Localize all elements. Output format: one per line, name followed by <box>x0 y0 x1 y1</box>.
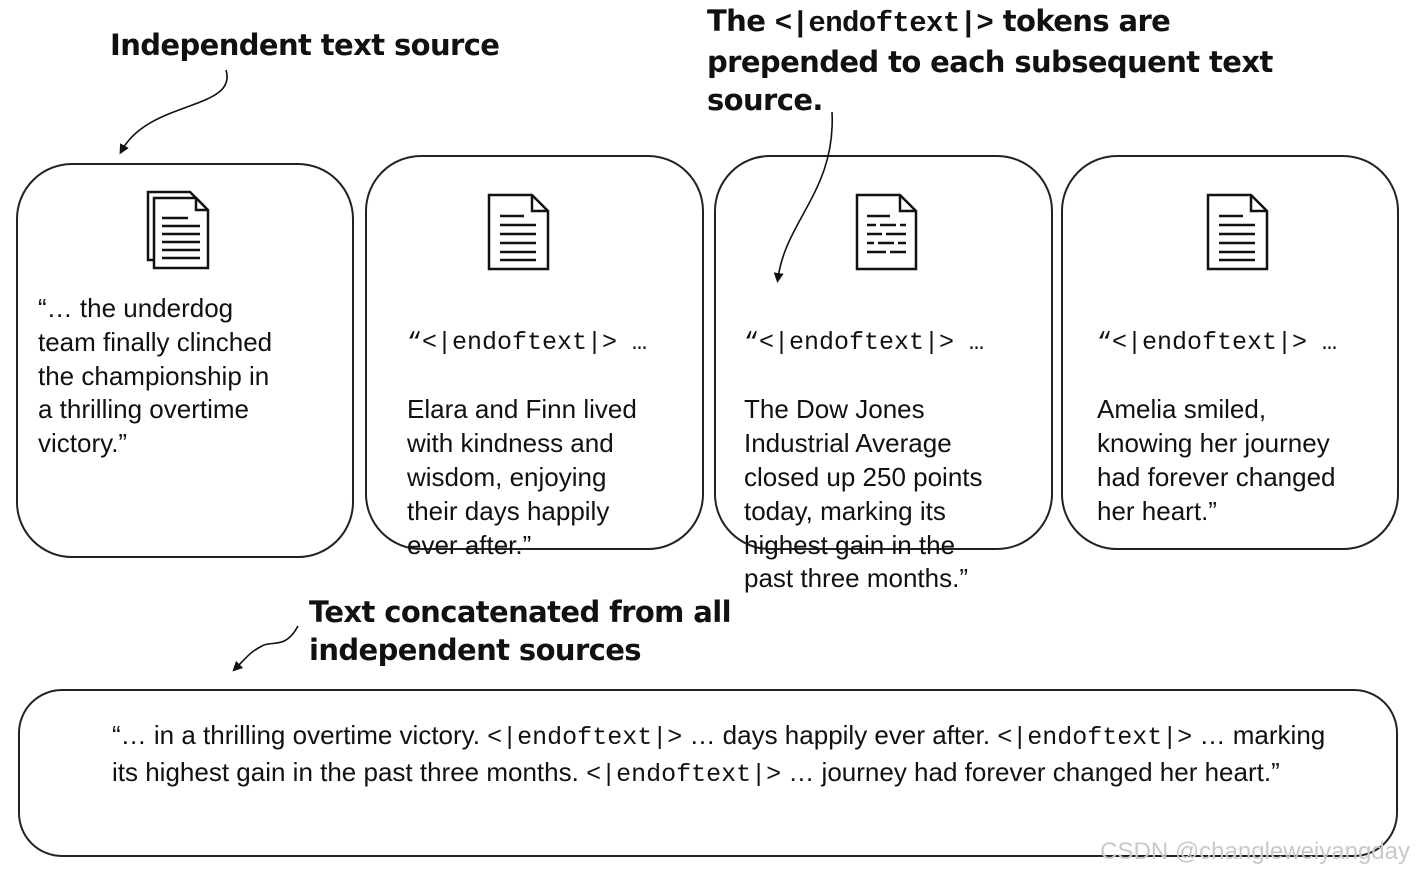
source-token-2: “<|endoftext|> … <box>407 327 648 357</box>
source-token-4: “<|endoftext|> … <box>1097 327 1338 357</box>
multi-page-document-icon <box>146 190 210 270</box>
source-body-4: Amelia smiled, knowing her journey had f… <box>1097 394 1336 526</box>
endoftext-annotation-rest: tokens are <box>1002 4 1171 38</box>
endoftext-annotation-token: <|endoftext|> <box>774 7 994 40</box>
concat-annotation-line1: Text concatenated from all <box>309 595 732 629</box>
source-text-1: “… the underdog team finally clinched th… <box>38 293 273 459</box>
concatenated-box <box>18 689 1398 857</box>
concat-seg-2: … days happily ever after. <box>682 720 998 750</box>
concat-arrow <box>232 625 299 672</box>
source-body-2: Elara and Finn lived with kindness and w… <box>407 394 637 560</box>
concat-token-2: <|endoftext|> <box>997 723 1193 752</box>
source-text-2: “<|endoftext|> … Elara and Finn lived wi… <box>407 292 697 596</box>
source-token-3: “<|endoftext|> … <box>744 327 985 357</box>
endoftext-annotation-prefix: The <box>707 4 766 38</box>
source-text-4: “<|endoftext|> … Amelia smiled, knowing … <box>1097 292 1392 562</box>
document-icon <box>1206 193 1269 271</box>
endoftext-annotation: The <|endoftext|> tokens are prepended t… <box>707 2 1273 119</box>
endoftext-annotation-line3: source. <box>707 83 823 117</box>
concat-seg-3: … marking its highest gain in the past t… <box>112 720 1326 787</box>
source-body-3: The Dow Jones Industrial Average closed … <box>744 394 983 594</box>
document-icon <box>487 193 550 271</box>
watermark: CSDN @changleweiyangday <box>1100 838 1410 865</box>
concat-seg-4: … journey had forever changed her heart.… <box>781 757 1280 787</box>
independent-source-label: Independent text source <box>110 28 500 62</box>
concat-annotation-line2: independent sources <box>309 633 642 667</box>
endoftext-annotation-line2: prepended to each subsequent text <box>707 45 1273 79</box>
data-document-icon <box>855 193 918 271</box>
concat-seg-1: “… in a thrilling overtime victory. <box>112 720 488 750</box>
independent-arrow <box>119 69 228 155</box>
endoftext-annotation-line1: The <|endoftext|> tokens are <box>707 2 1273 43</box>
source-text-3: “<|endoftext|> … The Dow Jones Industria… <box>744 292 1044 630</box>
concat-annotation: Text concatenated from all independent s… <box>309 593 732 669</box>
concat-token-1: <|endoftext|> <box>487 723 683 752</box>
concatenated-text: “… in a thrilling overtime victory. <|en… <box>112 718 1342 792</box>
concat-token-3: <|endoftext|> <box>586 760 782 789</box>
